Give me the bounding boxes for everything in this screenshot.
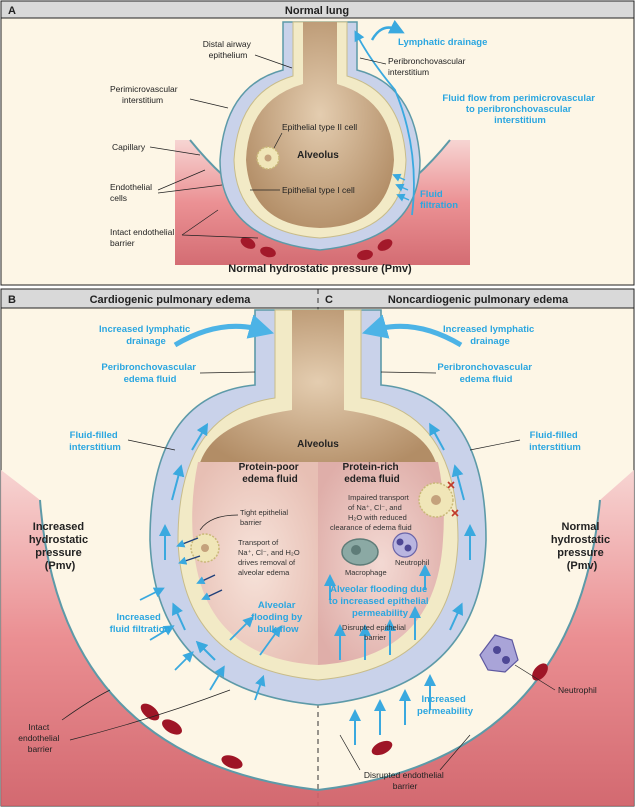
panels-bc: B Cardiogenic pulmonary edema C Noncardi… [0,288,635,807]
label-alveolus-a: Alveolus [297,150,339,161]
panel-c-title: Noncardiogenic pulmonary edema [388,294,569,306]
capillary-band-bc [1,470,634,806]
label-endothelial-cells: Endothelial cells [110,182,154,203]
interstitial-arrows-c [429,422,476,631]
label-lymphatic-c: Increased lymphatic drainage [443,324,537,347]
label-pressure-c: Normal hydrostatic pressure (Pmv) [551,521,613,572]
impaired-transport-marks [447,481,459,517]
neutrophil-vessel [479,634,519,673]
lymphatic-arrow-c [361,314,463,348]
lymphatic-arrow-a [370,19,405,41]
label-tight-barrier: Tight epithelial barrier [240,508,290,527]
label-protein-rich: Protein-rich edema fluid [343,462,402,485]
label-alveolus-bc: Alveolus [297,439,339,450]
label-neutrophil-vessel: Neutrophil [558,685,597,695]
alveolus-air-bc [198,310,438,470]
label-lymphatic-drainage-a: Lymphatic drainage [398,37,487,48]
label-type-i-cell: Epithelial type I cell [282,185,355,195]
panel-a: A Normal lung Distal airway [0,0,635,286]
label-disrupted-epi: Disrupted epithelial barrier [342,623,408,642]
neutrophil-alveolar [392,532,418,558]
label-fluid-filled-c: Fluid-filled interstitium [529,430,581,453]
label-perimicrovascular-a: Perimicrovascular interstitium [110,84,180,105]
label-filtration-b: Increased fluid filtration [110,612,171,635]
label-pressure-a: Normal hydrostatic pressure (Pmv) [228,263,412,275]
panel-a-title: Normal lung [285,5,349,17]
label-distal-airway: Distal airway epithelium [203,39,254,60]
label-type-ii-cell: Epithelial type II cell [282,122,357,132]
red-blood-cells-a [240,237,393,261]
macrophage [341,538,379,566]
panel-a-letter: A [8,5,16,17]
label-protein-poor: Protein-poor edema fluid [239,462,302,485]
label-lymphatic-b: Increased lymphatic drainage [99,324,193,347]
filtration-arrows-a [392,173,410,202]
label-permeability: Increased permeability [417,694,474,717]
label-impaired-transport: Impaired transport of Na⁺, Cl⁻, and H₂O … [330,493,412,532]
capillary-band-a [175,140,470,265]
label-neutrophil-c: Neutrophil [395,558,430,567]
label-intact-barrier-a: Intact endothelial barrier [110,227,177,248]
label-peribronchovascular-a: Peribronchovascular interstitium [388,56,468,77]
panel-c-letter: C [325,294,333,306]
interstitial-arrows-b [159,422,216,661]
flooding-arrows-c [324,564,436,745]
label-flooding-c: Alveolar flooding due to increased epith… [329,584,431,619]
label-fluid-flow-a: Fluid flow from perimicrovascular to per… [442,93,597,126]
panel-b-title: Cardiogenic pulmonary edema [90,294,252,306]
edema-protein-poor [192,462,318,665]
lymphatic-arrow-b [173,314,275,348]
label-pressure-b: Increased hydrostatic pressure (Pmv) [29,521,91,572]
label-intact-barrier-b: Intact endothelial barrier [18,722,62,754]
label-disrupted-endo: Disrupted endothelial barrier [364,770,446,791]
transport-arrows-b [176,537,223,601]
label-capillary: Capillary [112,142,146,152]
alveolus-a [246,22,394,228]
label-fluid-filtration-a: Fluid filtration [420,189,458,211]
label-macrophage: Macrophage [345,568,387,577]
label-fluid-filled-b: Fluid-filled interstitium [69,430,121,453]
label-peri-edema-b: Peribronchovascular edema fluid [101,362,198,385]
label-flooding-b: Alveolar flooding by bulk flow [251,600,305,635]
red-blood-cells-bc [140,663,548,769]
endothelium-line-bc [39,499,601,792]
label-transport-b: Transport of Na⁺, Cl⁻, and H₂O drives re… [238,538,302,577]
filtration-arrows-b [139,587,282,701]
panel-b-letter: B [8,294,16,306]
fluid-flow-arrow-a [354,30,415,216]
label-peri-edema-c: Peribronchovascular edema fluid [437,362,534,385]
